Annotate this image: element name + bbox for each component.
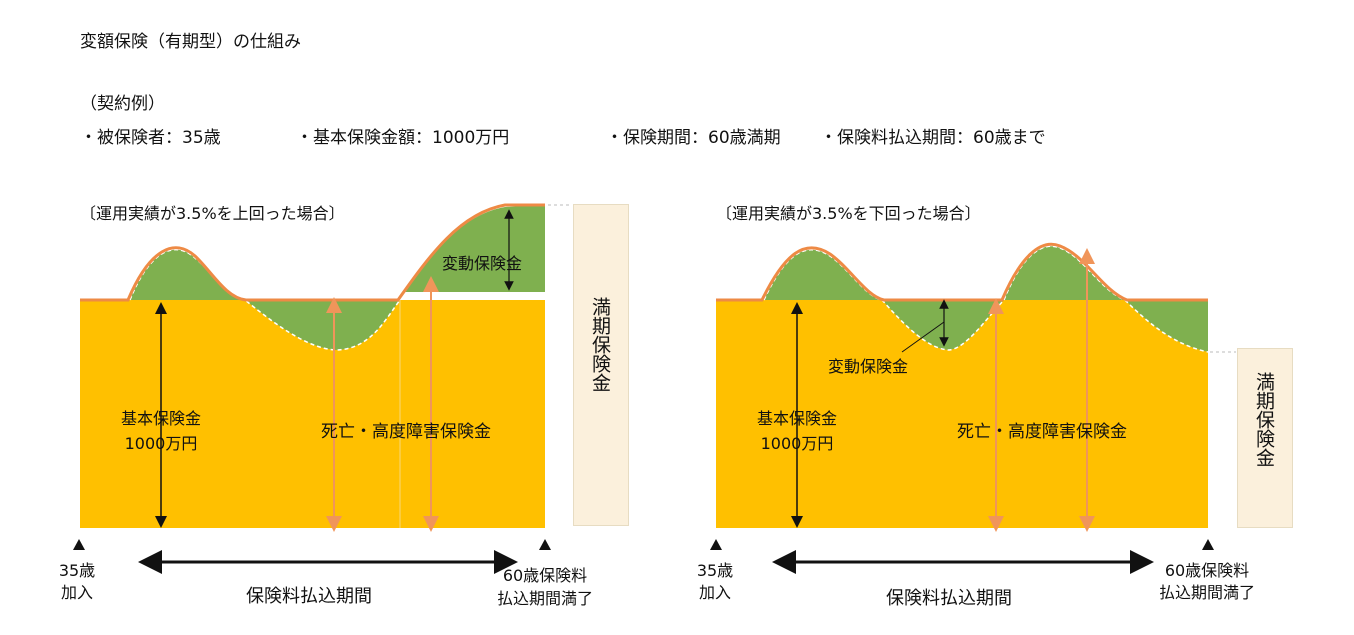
- panel-right-heading: 〔運用実績が3.5%を下回った場合〕: [716, 204, 981, 223]
- end-marker-left: [539, 539, 551, 550]
- period-label-right: 保険料払込期間: [886, 588, 1012, 609]
- end-marker-right: [1202, 539, 1214, 550]
- start-marker-right: [710, 539, 722, 550]
- variable-band-right-2: [1125, 300, 1208, 352]
- base-amount-right: 1000万円: [760, 434, 834, 453]
- panel-left-heading: 〔運用実績が3.5%を上回った場合〕: [80, 204, 345, 223]
- base-dip-right: [882, 300, 1004, 528]
- maturity-label-right-text: 満期保険金: [1253, 372, 1275, 467]
- maturity-label-left: 満期保険金: [585, 297, 615, 392]
- condition-payment-period: ・保険料払込期間：60歳まで: [820, 128, 1046, 148]
- condition-insured: ・被保険者：35歳: [80, 128, 221, 148]
- death-label-left: 死亡・高度障害保険金: [321, 422, 491, 442]
- end-line1-left: 60歳保険料: [502, 566, 588, 585]
- end-line2-left: 払込期間満了: [496, 589, 593, 608]
- page-title: 変額保険（有期型）の仕組み: [80, 32, 301, 52]
- end-line1-right: 60歳保険料: [1164, 561, 1250, 580]
- start-age-left: 35歳: [58, 561, 96, 580]
- variable-band-left: [245, 300, 400, 350]
- variable-gain-hill-right-2: [1004, 246, 1125, 300]
- condition-base-amount: ・基本保険金額：1000万円: [296, 128, 510, 148]
- period-label-left: 保険料払込期間: [246, 586, 372, 607]
- start-event-left: 加入: [60, 583, 93, 602]
- end-line2-right: 払込期間満了: [1158, 583, 1255, 602]
- death-benefit-curve-left: [80, 203, 545, 302]
- maturity-box-left: [573, 204, 629, 526]
- base-decline-right: [1125, 300, 1208, 528]
- base-label-right: 基本保険金: [756, 409, 837, 428]
- start-event-right: 加入: [698, 583, 731, 602]
- base-dip-left: [245, 300, 400, 528]
- start-age-right: 35歳: [696, 561, 734, 580]
- maturity-label-left-text: 満期保険金: [589, 297, 611, 392]
- death-label-right: 死亡・高度障害保険金: [957, 422, 1127, 442]
- variable-leader-line-right: [901, 321, 945, 353]
- base-amount-left: 1000万円: [124, 434, 198, 453]
- panel-right-diagram: [710, 242, 1236, 574]
- maturity-label-right: 満期保険金: [1249, 372, 1279, 467]
- variable-label-right: 変動保険金: [828, 357, 909, 376]
- variable-gain-hill-left-1: [130, 249, 245, 300]
- variable-label-left: 変動保険金: [442, 254, 523, 273]
- panel-left-diagram: [73, 203, 572, 574]
- variable-gain-hill-right-1: [764, 249, 882, 300]
- maturity-box-right: [1237, 348, 1293, 528]
- condition-insurance-period: ・保険期間：60歳満期: [606, 128, 781, 148]
- base-label-left: 基本保険金: [120, 409, 201, 428]
- start-marker-left: [73, 539, 85, 550]
- example-label: （契約例）: [80, 94, 165, 114]
